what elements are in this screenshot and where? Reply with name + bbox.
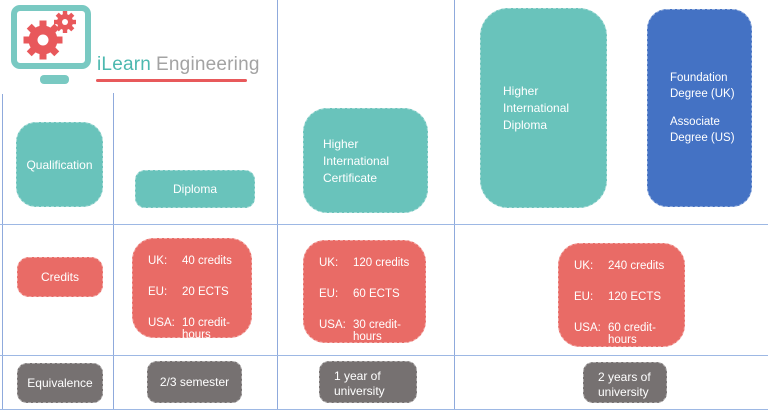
credit-line: UK: 120 credits xyxy=(319,257,421,269)
brand-underline xyxy=(96,79,247,82)
grid-line-vertical-1 xyxy=(113,93,114,409)
grid-line-vertical-3 xyxy=(454,0,455,409)
credit-line: UK: 40 credits xyxy=(148,255,247,267)
credits-higher-international-certificate: UK: 120 credits EU: 60 ECTS USA: 30 cred… xyxy=(303,240,426,343)
qualification-higher-international-diploma-label: Higher International Diploma xyxy=(503,83,570,132)
credit-line: UK: 240 credits xyxy=(574,260,680,272)
credit-amount: 40 credits xyxy=(182,255,232,267)
gears-icon xyxy=(23,11,76,60)
credit-line: USA: 60 credit-hours xyxy=(574,322,680,346)
associate-degree-label: Associate Degree (US) xyxy=(670,116,735,144)
credit-amount: 60 ECTS xyxy=(353,288,400,300)
credit-line: USA: 30 credit-hours xyxy=(319,319,421,343)
credit-region: UK: xyxy=(148,255,168,267)
equivalence-row-header: Equivalence xyxy=(17,363,103,403)
credit-line: USA: 10 credit-hours xyxy=(148,317,247,341)
credit-amount: 20 ECTS xyxy=(182,286,229,298)
credit-amount: 120 credits xyxy=(353,257,410,269)
grid-line-vertical-left xyxy=(2,94,3,409)
brand-title-secondary: Engineering xyxy=(156,54,260,75)
credit-amount: 120 ECTS xyxy=(608,291,662,303)
credit-line: EU: 20 ECTS xyxy=(148,286,247,298)
credit-region: EU: xyxy=(319,288,339,300)
monitor-stand-icon xyxy=(40,75,69,84)
qualification-diploma: Diploma xyxy=(135,170,255,208)
qualification-higher-international-certificate: Higher International Certificate xyxy=(303,108,428,213)
credit-line: EU: 120 ECTS xyxy=(574,291,680,303)
credit-amount: 240 credits xyxy=(608,260,665,272)
credit-region: USA: xyxy=(148,317,175,329)
equivalence-higher-international-diploma: 2 years of university xyxy=(583,362,667,403)
grid-line-horizontal-1 xyxy=(0,224,768,225)
qualification-higher-international-diploma: Higher International Diploma xyxy=(480,8,607,208)
credit-region: USA: xyxy=(319,319,346,331)
equivalence-higher-international-certificate: 1 year of university xyxy=(319,361,417,403)
credit-region: EU: xyxy=(148,286,168,298)
equivalence-diploma: 2/3 semester xyxy=(147,361,242,403)
credits-diploma: UK: 40 credits EU: 20 ECTS USA: 10 credi… xyxy=(132,238,252,341)
credit-region: EU: xyxy=(574,291,594,303)
credit-line: EU: 60 ECTS xyxy=(319,288,421,300)
grid-line-vertical-2 xyxy=(277,0,278,409)
grid-line-horizontal-3 xyxy=(0,409,768,410)
qualification-degree-equivalents: Foundation Degree (UK) Associate Degree … xyxy=(647,9,752,207)
credits-row-header: Credits xyxy=(17,257,103,297)
foundation-degree-label: Foundation Degree (UK) xyxy=(670,72,735,100)
grid-line-horizontal-2 xyxy=(0,355,768,356)
credit-region: UK: xyxy=(319,257,339,269)
credit-region: USA: xyxy=(574,322,601,334)
credit-amount: 10 credit-hours xyxy=(182,317,230,341)
credit-amount: 30 credit-hours xyxy=(353,319,401,343)
credit-region: UK: xyxy=(574,260,594,272)
credit-amount: 60 credit-hours xyxy=(608,322,656,346)
brand-title-primary: iLearn xyxy=(97,54,152,75)
qualification-row-header: Qualification xyxy=(16,122,103,207)
credits-higher-international-diploma: UK: 240 credits EU: 120 ECTS USA: 60 cre… xyxy=(558,243,685,347)
